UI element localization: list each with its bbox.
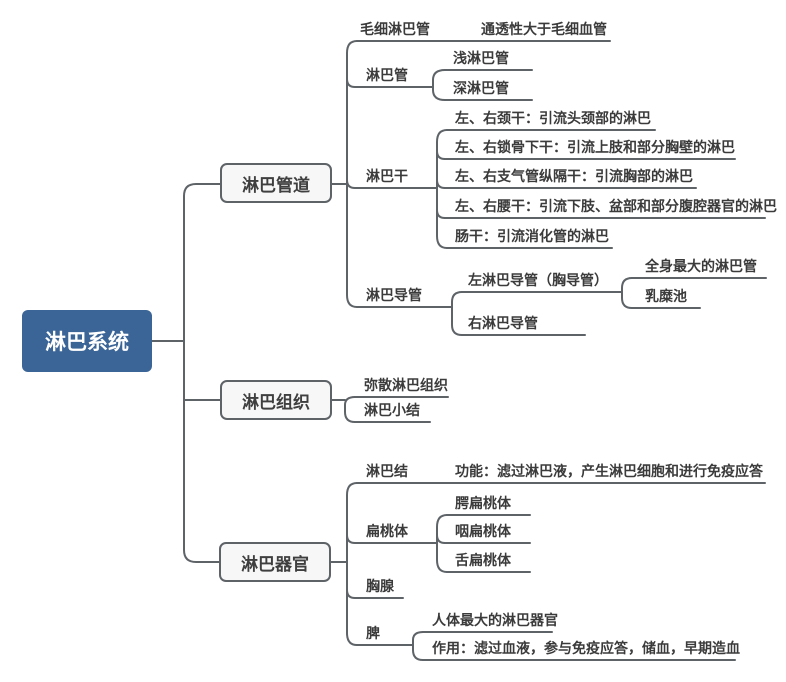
connector-channels-spine bbox=[346, 40, 358, 308]
bracket-lymph-ducts bbox=[451, 291, 463, 336]
tee-subclavian bbox=[436, 150, 446, 160]
note-largest-lymph-organ[interactable]: 人体最大的淋巴器官 bbox=[432, 612, 558, 628]
bracket-tissue bbox=[344, 396, 356, 423]
topic-palatine-tonsil[interactable]: 腭扁桃体 bbox=[455, 495, 511, 511]
branch-box-lymph-organs[interactable] bbox=[219, 542, 331, 582]
tee-lumbar bbox=[436, 209, 446, 219]
topic-lymph-capillary[interactable]: 毛细淋巴管 bbox=[360, 21, 430, 37]
topic-cisterna-chyli[interactable]: 乳糜池 bbox=[645, 288, 687, 304]
branch-label-lymph-channels[interactable]: 淋巴管道 bbox=[242, 175, 310, 195]
note-lymph-node-function[interactable]: 功能：滤过淋巴液，产生淋巴细胞和进行免疫应答 bbox=[455, 463, 763, 479]
topic-lymph-vessel[interactable]: 淋巴管 bbox=[366, 67, 408, 83]
topic-left-lymph-duct[interactable]: 左淋巴导管（胸导管） bbox=[468, 272, 608, 288]
tee-pharyngeal bbox=[436, 534, 446, 544]
topic-lingual-tonsil[interactable]: 舌扁桃体 bbox=[455, 552, 511, 568]
topic-tonsils[interactable]: 扁桃体 bbox=[366, 523, 408, 539]
connector-organs-spine bbox=[346, 482, 358, 646]
topic-subclavian-trunks[interactable]: 左、右锁骨下干：引流上肢和部分胸壁的淋巴 bbox=[455, 139, 735, 155]
bracket-lymph-vessel bbox=[432, 69, 446, 101]
topic-lymph-nodule[interactable]: 淋巴小结 bbox=[364, 402, 420, 418]
note-permeability[interactable]: 通透性大于毛细血管 bbox=[481, 21, 607, 37]
topic-deep-lymph-vessel[interactable]: 深淋巴管 bbox=[453, 80, 509, 96]
topic-right-lymph-duct[interactable]: 右淋巴导管 bbox=[468, 315, 538, 331]
topic-jugular-trunks[interactable]: 左、右颈干：引流头颈部的淋巴 bbox=[455, 110, 651, 126]
topic-thymus[interactable]: 胸腺 bbox=[366, 578, 394, 594]
note-spleen-functions[interactable]: 作用：滤过血液，参与免疫应答，储血，早期造血 bbox=[432, 640, 740, 656]
topic-pharyngeal-tonsil[interactable]: 咽扁桃体 bbox=[455, 523, 511, 539]
tee-bronchomediastinal bbox=[436, 179, 446, 189]
topic-lumbar-trunks[interactable]: 左、右腰干：引流下肢、盆部和部分腹腔器官的淋巴 bbox=[455, 198, 777, 214]
topic-lymph-node[interactable]: 淋巴结 bbox=[366, 463, 408, 479]
connector-main-spine bbox=[183, 183, 222, 563]
branch-label-lymph-tissue[interactable]: 淋巴组织 bbox=[242, 392, 310, 412]
topic-spleen[interactable]: 脾 bbox=[366, 625, 380, 641]
underline-lymph-trunks bbox=[346, 179, 438, 189]
topic-bronchomediastinal-trunks[interactable]: 左、右支气管纵隔干：引流胸部的淋巴 bbox=[455, 168, 693, 184]
topic-lymph-trunks[interactable]: 淋巴干 bbox=[366, 168, 408, 184]
underline-thymus bbox=[346, 589, 404, 599]
underline-tonsils bbox=[346, 534, 438, 544]
topic-superficial-lymph-vessel[interactable]: 浅淋巴管 bbox=[453, 50, 509, 66]
bracket-tonsils bbox=[436, 514, 448, 573]
root-topic-label[interactable]: 淋巴系统 bbox=[45, 331, 129, 354]
branch-box-lymph-tissue[interactable] bbox=[220, 380, 332, 420]
branch-box-lymph-channels[interactable] bbox=[220, 163, 332, 203]
note-largest-lymph-vessel[interactable]: 全身最大的淋巴管 bbox=[645, 258, 757, 274]
topic-lymph-ducts[interactable]: 淋巴导管 bbox=[366, 287, 422, 303]
branch-label-lymph-organs[interactable]: 淋巴器官 bbox=[241, 554, 309, 574]
root-topic-box[interactable] bbox=[22, 310, 152, 372]
bracket-left-duct bbox=[621, 277, 633, 309]
bracket-lymph-trunks bbox=[436, 129, 448, 249]
topic-diffuse-lymphoid-tissue[interactable]: 弥散淋巴组织 bbox=[364, 377, 448, 393]
underline-lymph-vessel bbox=[346, 78, 434, 88]
bracket-spleen bbox=[412, 631, 424, 661]
topic-intestinal-trunk[interactable]: 肠干：引流消化管的淋巴 bbox=[455, 228, 609, 244]
